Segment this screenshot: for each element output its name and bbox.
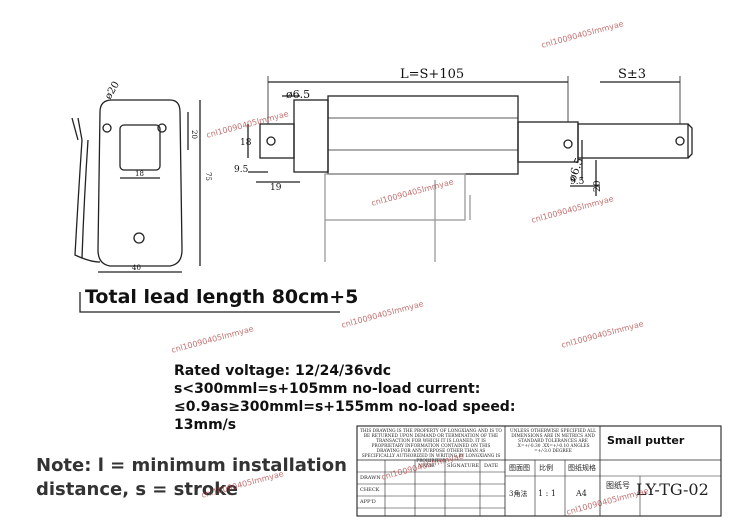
wire-1: [71, 117, 79, 141]
tb-lbl-drawing-no: 图纸号: [606, 481, 630, 490]
motor-tube: [327, 95, 519, 175]
tb-view: 3角法: [509, 490, 528, 498]
rear-housing: [293, 99, 329, 173]
tb-col-signature: SIGNATURE: [447, 463, 480, 469]
tb-col-name: NAME: [418, 463, 435, 469]
note-line-2: distance, s = stroke: [36, 479, 238, 500]
front-hole: [563, 139, 573, 149]
tb-size: A4: [576, 489, 587, 498]
side-dim-18: 18: [135, 170, 144, 178]
side-view-hole-bottom: [133, 232, 145, 244]
dim-19: 19: [270, 183, 282, 193]
tb-col-date: DATE: [484, 463, 499, 469]
tb-tolerance: UNLESS OTHERWISE SPECIFIED ALL DIMENSION…: [510, 429, 596, 454]
rear-clevis-hole: [266, 136, 276, 146]
front-tube: [517, 121, 579, 163]
dim-9-5a: 9.5: [234, 165, 249, 175]
spec-line-2: s<300mml=s+105mm no-load current:: [174, 381, 481, 397]
side-dim-40: 40: [132, 264, 141, 272]
dim-20-right: 20: [593, 180, 603, 192]
tb-disclaimer: THIS DRAWING IS THE PROPERTY OF LONGXIAN…: [360, 429, 502, 464]
cable-lead: [74, 139, 101, 263]
tb-lbl-angle: 图面图: [509, 464, 530, 472]
side-view-hole-right: [157, 123, 167, 133]
spec-line-4: 13mm/s: [174, 417, 237, 433]
tb-lbl-scale: 比例: [539, 464, 553, 472]
push-rod: [577, 123, 689, 159]
gear-box: [324, 173, 466, 221]
tb-row-check: CHECK: [360, 487, 380, 493]
dim-d20: ø20: [103, 80, 122, 102]
dim-18: 18: [240, 138, 252, 148]
dim-length: L=S+105: [400, 67, 464, 82]
tb-row-drawn: DRAWN: [360, 475, 381, 481]
lead-callout: [79, 292, 340, 313]
side-dim-75: 75: [204, 172, 212, 181]
tb-scale: 1 : 1: [538, 489, 556, 498]
dim-stroke: S±3: [618, 67, 646, 82]
dim-hole-rear: ø6.5: [286, 88, 310, 101]
tb-lbl-size: 图纸规格: [568, 464, 596, 472]
tb-product: Small putter: [607, 434, 685, 447]
rod-end: [687, 123, 693, 159]
side-view-hole-left: [102, 123, 112, 133]
spec-line-1: Rated voltage: 12/24/36vdc: [174, 363, 392, 379]
tb-row-appd: APP'D: [360, 499, 376, 505]
wire-2: [77, 117, 83, 141]
side-view-window: [119, 124, 161, 171]
lead-length-label: Total lead length 80cm+5: [85, 286, 359, 308]
rod-end-hole: [675, 136, 685, 146]
tb-drawing-no: LY-TG-02: [636, 480, 709, 499]
cable-lead-2: [81, 139, 89, 259]
spec-line-3: ≤0.9as≥300mml=s+155mm no-load speed:: [174, 399, 516, 415]
note-line-1: Note: l = minimum installation: [36, 455, 347, 476]
title-block-frame: [356, 425, 722, 517]
side-view-outline: [97, 99, 183, 267]
side-dim-20: 20: [190, 130, 198, 139]
rear-clevis: [259, 123, 295, 159]
dim-9-5b: 9.5: [570, 177, 585, 187]
